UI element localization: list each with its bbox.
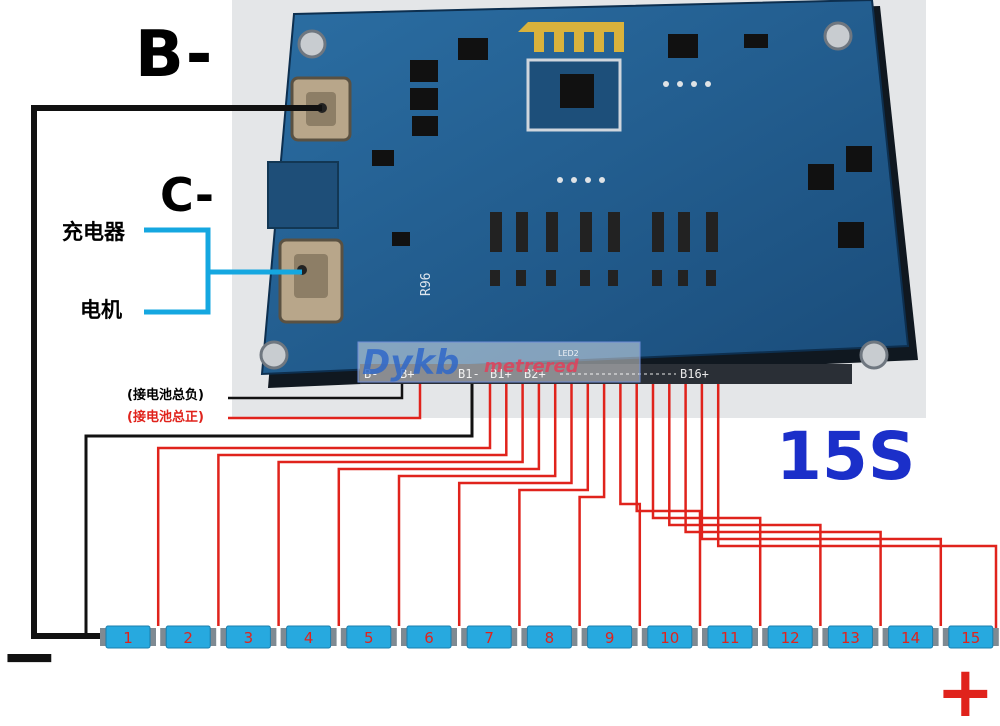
b-minus-label: B- — [135, 18, 215, 92]
battery-cell: 2 — [160, 625, 217, 649]
cell-number: 9 — [605, 629, 615, 647]
silkscreen-b2-plus: B2+ — [524, 367, 546, 381]
cell-number: 14 — [901, 629, 920, 647]
battery-cell: 4 — [280, 625, 337, 649]
series-count-label: 15S — [776, 418, 916, 495]
pack-positive-note: (接电池总正) — [127, 410, 204, 425]
silkscreen-b-plus: B+ — [400, 367, 414, 381]
cell-body — [225, 625, 271, 649]
cell-number: 6 — [424, 629, 434, 647]
battery-cell: 14 — [882, 625, 939, 649]
motor-label: 电机 — [80, 298, 122, 322]
balance-wire — [619, 384, 642, 626]
cell-body — [587, 625, 633, 649]
balance-wire — [578, 384, 606, 626]
cell-body — [165, 625, 211, 649]
battery-cell: 10 — [641, 625, 698, 649]
cell-body — [647, 625, 693, 649]
bms-board: R96 LED2 B- B+ B1- B1+ B2+ B16+ Dykb met… — [259, 0, 918, 388]
mounting-hole — [259, 340, 289, 370]
pack-minus-sign: − — [0, 615, 59, 697]
balance-wire — [457, 384, 573, 626]
cell-body — [526, 625, 572, 649]
battery-cell: 15 — [942, 625, 999, 649]
battery-cell: 8 — [521, 625, 578, 649]
balance-wire — [668, 384, 822, 626]
balance-wire — [217, 384, 508, 626]
balance-wire — [700, 384, 943, 626]
cell-number: 11 — [720, 629, 739, 647]
cell-number: 7 — [484, 629, 494, 647]
cell-number: 12 — [781, 629, 800, 647]
mounting-hole — [823, 21, 853, 51]
b-minus-wire — [31, 105, 322, 639]
balance-wire — [684, 384, 882, 626]
battery-cell: 6 — [401, 625, 457, 649]
connector-body — [267, 161, 339, 229]
silkscreen-b-minus: B- — [364, 367, 378, 381]
cell-body — [406, 625, 452, 649]
battery-cell: 9 — [581, 625, 638, 649]
silkscreen-b16-plus: B16+ — [680, 367, 709, 381]
balance-wires — [156, 384, 998, 634]
balance-wire — [651, 384, 762, 626]
battery-cell: 3 — [220, 625, 277, 649]
balance-wire — [518, 384, 590, 626]
cell-number: 4 — [304, 629, 314, 647]
cell-number: 1 — [123, 629, 133, 647]
c-minus-label: C- — [160, 168, 214, 222]
pack-plus-sign: + — [936, 651, 995, 726]
b1-minus-wire — [84, 384, 474, 636]
cell-body — [105, 625, 151, 649]
charger-label: 充电器 — [62, 220, 125, 244]
watermark-suffix: metrered — [484, 356, 580, 377]
silkscreen-b1-minus: B1- — [458, 367, 480, 381]
mounting-hole — [297, 29, 327, 59]
cell-body — [707, 625, 753, 649]
cell-number: 3 — [244, 629, 254, 647]
pack-positive-lead — [228, 384, 422, 420]
cell-body — [286, 625, 332, 649]
cell-body — [466, 625, 512, 649]
c-minus-wiring — [144, 227, 302, 315]
battery-cell: 7 — [461, 625, 518, 649]
antenna-trace — [518, 22, 624, 52]
silkscreen-led2: LED2 — [558, 349, 579, 358]
balance-wire — [337, 384, 541, 626]
cell-number: 15 — [961, 629, 980, 647]
cell-number: 5 — [364, 629, 374, 647]
battery-cell: 5 — [340, 625, 397, 649]
silkscreen-b1-plus: B1+ — [490, 367, 512, 381]
cell-number: 2 — [183, 629, 193, 647]
cell-number: 8 — [545, 629, 555, 647]
cell-body — [767, 625, 813, 649]
cell-body — [827, 625, 873, 649]
balance-wire — [156, 384, 492, 626]
c-minus-terminal — [278, 238, 344, 324]
battery-cell: 11 — [702, 625, 758, 649]
battery-cell: 12 — [762, 625, 819, 649]
silkscreen-r96: R96 — [419, 273, 434, 296]
watermark-box — [357, 341, 641, 383]
battery-cell: 13 — [822, 625, 879, 649]
pack-negative-note: (接电池总负) — [127, 388, 204, 403]
balance-wire — [277, 384, 524, 626]
battery-cell: 1 — [100, 625, 156, 649]
cell-number: 13 — [841, 629, 860, 647]
cell-body — [948, 625, 994, 649]
pack-negative-lead — [228, 384, 404, 400]
watermark-brand: Dykb — [362, 343, 459, 383]
cell-number: 10 — [660, 629, 679, 647]
balance-header — [360, 364, 852, 384]
mounting-hole — [859, 340, 889, 370]
cell-body — [346, 625, 392, 649]
balance-wire — [716, 384, 998, 634]
balance-wire — [397, 384, 557, 626]
cell-body — [888, 625, 934, 649]
